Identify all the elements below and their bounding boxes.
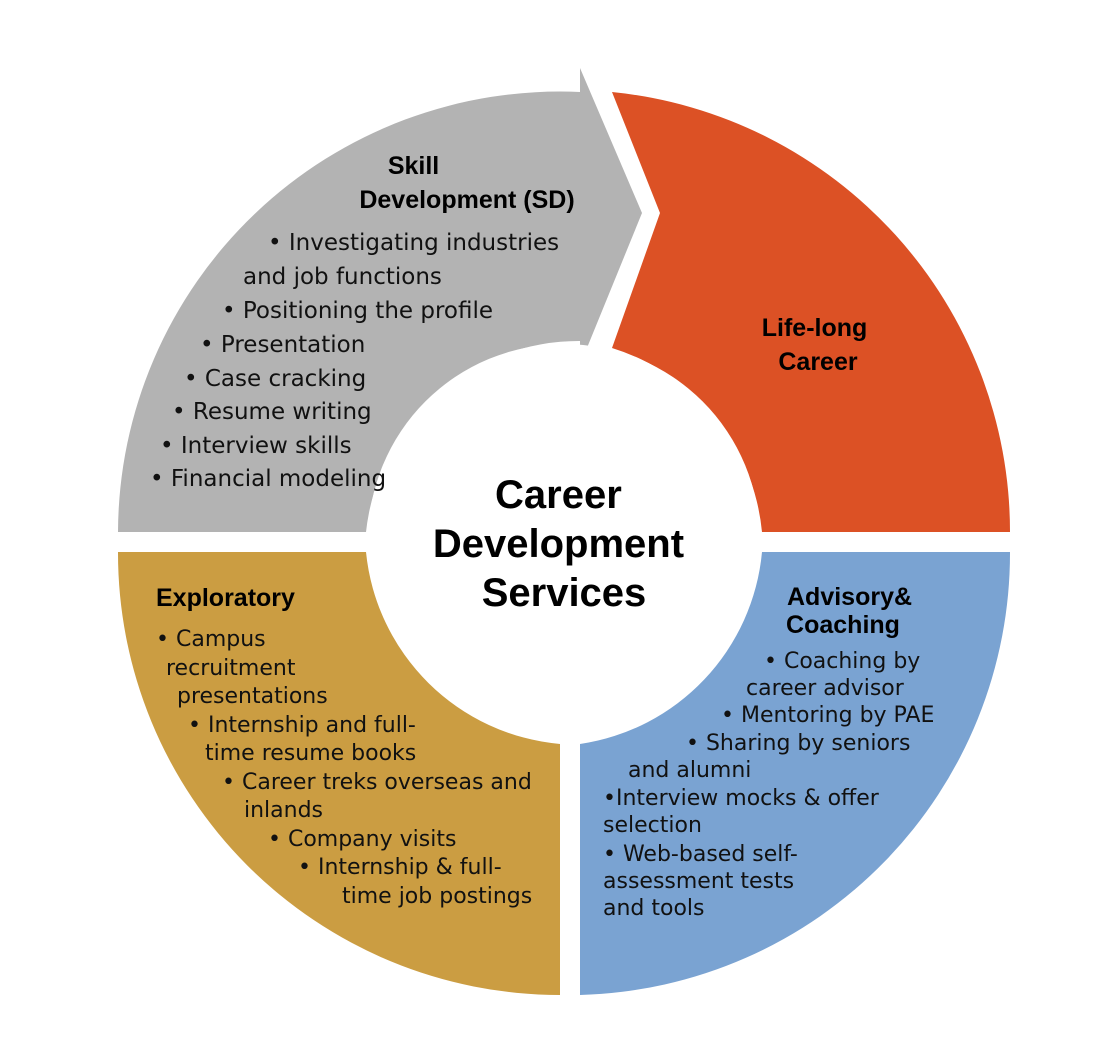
lifelong-title-line: Career [778, 348, 857, 376]
list-item: • Presentation [200, 332, 365, 358]
skill-title-line: Development (SD) [359, 186, 574, 214]
list-item: • Investigating industries [268, 230, 559, 256]
list-item: • Coaching by [764, 649, 920, 674]
list-item: time resume books [205, 741, 416, 766]
list-item: • Internship & full- [298, 855, 502, 880]
advisory-coaching-title: Advisory& Coaching [786, 583, 919, 639]
list-item: •Interview mocks & offer [603, 786, 880, 811]
list-item: inlands [244, 798, 323, 823]
list-item: • Internship and full- [188, 713, 416, 738]
life-long-career-title: Life-long Career [762, 314, 874, 376]
list-item: • Company visits [268, 827, 456, 852]
list-item: presentations [177, 684, 328, 709]
list-item: • Career treks overseas and [222, 770, 532, 795]
center-title-line: Services [482, 571, 647, 615]
exploratory-segment [117, 552, 561, 995]
advisory-coaching-list: • Coaching by career advisor • Mentoring… [603, 649, 941, 921]
list-item: time job postings [342, 884, 532, 909]
list-item: selection [603, 813, 702, 838]
list-item: assessment tests [603, 869, 794, 894]
center-circle [368, 344, 760, 736]
list-item: • Resume writing [172, 399, 372, 425]
list-item: • Mentoring by PAE [721, 703, 934, 728]
list-item: • Campus [156, 627, 266, 652]
center-title: Career Development Services [433, 473, 695, 615]
lifelong-title-line: Life-long [762, 314, 868, 342]
advisory-title-line: Advisory& [787, 583, 912, 611]
list-item: and tools [603, 896, 705, 921]
exploratory-title-line: Exploratory [156, 584, 295, 612]
list-item: recruitment [166, 656, 296, 681]
list-item: and job functions [243, 264, 442, 290]
list-item: • Web-based self- [603, 842, 798, 867]
skill-development-segment [118, 68, 642, 532]
advisory-coaching-segment [580, 552, 1011, 995]
exploratory-title: Exploratory [156, 584, 295, 612]
list-item: and alumni [628, 758, 751, 783]
skill-development-title: Skill Development (SD) [359, 152, 574, 214]
list-item: • Interview skills [160, 433, 352, 459]
list-item: career advisor [746, 676, 905, 701]
list-item: • Positioning the profile [222, 298, 493, 324]
advisory-title-line: Coaching [786, 611, 900, 639]
center-title-line: Career [495, 473, 622, 517]
list-item: • Case cracking [184, 366, 366, 392]
list-item: • Sharing by seniors [686, 731, 910, 756]
skill-title-line: Skill [388, 152, 439, 180]
center-title-line: Development [433, 522, 684, 566]
list-item: • Financial modeling [150, 466, 386, 492]
skill-development-list: • Investigating industries and job funct… [150, 230, 566, 492]
exploratory-list: • Campus recruitment presentations • Int… [156, 627, 539, 909]
life-long-career-segment [612, 92, 1011, 532]
